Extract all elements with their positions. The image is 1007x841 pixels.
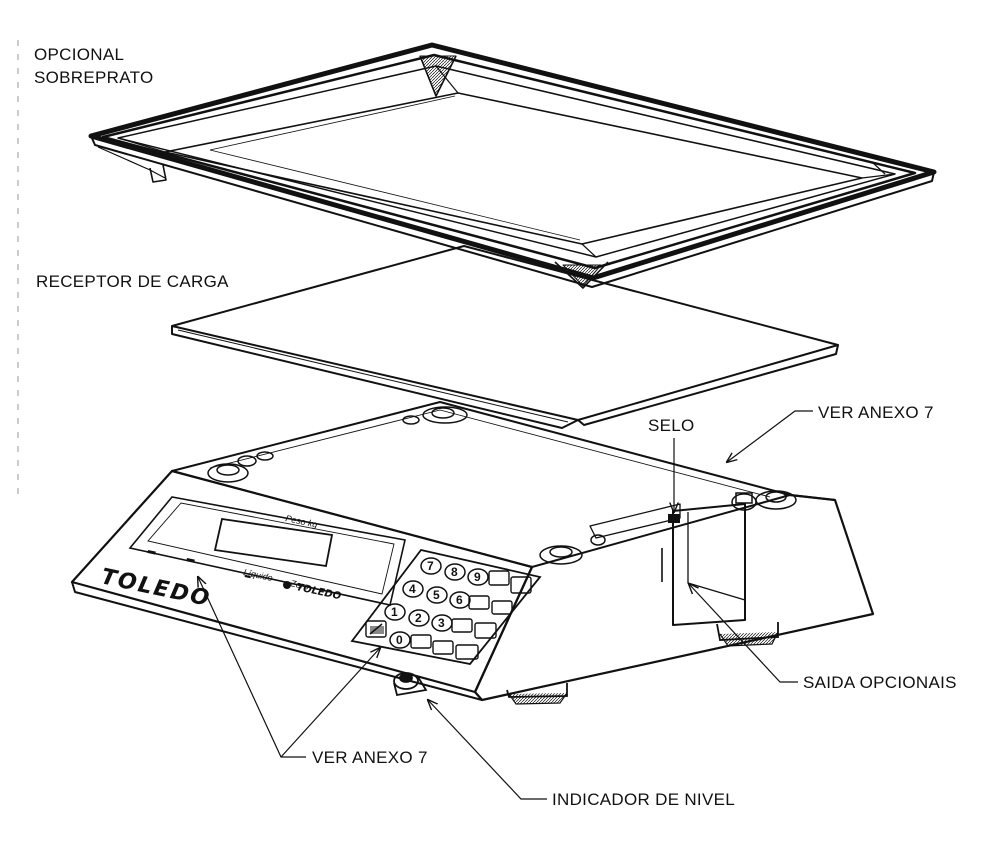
key-4[interactable] — [402, 580, 424, 598]
indicator-mark-3 — [244, 575, 251, 579]
brand-emblem-icon — [283, 581, 291, 589]
key-2-label: 2 — [415, 611, 422, 625]
small-brand-logo: TOLEDO — [295, 582, 342, 602]
indicator-mark-1 — [147, 550, 156, 555]
ver-anexo-bottom-callout: VER ANEXO 7 — [198, 577, 428, 767]
selo-label: SELO — [648, 416, 695, 435]
sobreprato-tray — [88, 42, 937, 289]
load-plate — [171, 245, 839, 429]
keypad-digit-keys: 7 8 9 4 5 6 1 2 3 0 — [384, 557, 489, 649]
opcional-label-line1: OPCIONAL — [34, 45, 124, 64]
key-9-label: 9 — [474, 570, 481, 584]
key-0-label: 0 — [396, 633, 403, 647]
selo-callout: SELO — [648, 416, 695, 512]
keypad — [350, 548, 542, 665]
ver-anexo-bottom-label: VER ANEXO 7 — [312, 748, 428, 767]
function-key-10[interactable] — [455, 644, 479, 660]
function-key-9[interactable] — [432, 640, 454, 655]
ver-anexo-bottom-leader-2 — [280, 648, 380, 758]
key-1-label: 1 — [391, 605, 398, 619]
key-5[interactable] — [426, 586, 448, 604]
function-key-1[interactable] — [488, 570, 510, 586]
key-2[interactable] — [408, 609, 430, 627]
seal-marker — [668, 514, 680, 523]
indicador-leader — [428, 700, 547, 800]
function-key-3[interactable] — [468, 595, 490, 610]
key-5-label: 5 — [433, 588, 440, 602]
display-liquido-text: Líquido — [243, 567, 274, 583]
display-header-text: Peso kg — [285, 513, 319, 530]
function-key-8[interactable] — [410, 634, 432, 649]
function-key-2[interactable] — [510, 576, 532, 594]
saida-callout: SAIDA OPCIONAIS — [689, 584, 957, 692]
key-4-label: 4 — [409, 582, 416, 596]
top-feet — [207, 406, 797, 565]
display-zero-text: Zero — [289, 578, 310, 592]
ver-anexo-top-label: VER ANEXO 7 — [818, 403, 934, 422]
key-highlight — [370, 626, 384, 634]
key-3-label: 3 — [438, 616, 445, 630]
key-7[interactable] — [420, 557, 442, 575]
keypad-function-keys — [365, 570, 532, 660]
ver-anexo-bottom-leader-1 — [198, 577, 306, 758]
key-9[interactable] — [467, 568, 489, 586]
indicador-callout: INDICADOR DE NIVEL — [428, 700, 735, 809]
opcional-label-line2: SOBREPRATO — [34, 68, 154, 87]
bottom-feet — [506, 622, 779, 705]
ver-anexo-top-callout: VER ANEXO 7 — [727, 403, 934, 462]
key-8[interactable] — [444, 563, 466, 581]
function-key-4[interactable] — [491, 600, 513, 615]
receptor-label: RECEPTOR DE CARGA — [36, 272, 229, 291]
saida-leader — [689, 584, 798, 683]
function-key-5[interactable] — [451, 618, 473, 633]
key-7-label: 7 — [427, 559, 434, 573]
saida-label: SAIDA OPCIONAIS — [803, 673, 957, 692]
indicador-label: INDICADOR DE NIVEL — [552, 790, 735, 809]
function-key-7[interactable] — [365, 620, 387, 638]
key-6[interactable] — [449, 591, 471, 609]
key-6-label: 6 — [456, 593, 463, 607]
key-1[interactable] — [384, 603, 406, 621]
level-indicator — [393, 672, 428, 697]
key-8-label: 8 — [451, 565, 458, 579]
function-key-6[interactable] — [474, 622, 497, 639]
key-0[interactable] — [389, 631, 411, 649]
indicator-mark-2 — [186, 558, 195, 563]
ver-anexo-top-leader — [727, 410, 813, 462]
